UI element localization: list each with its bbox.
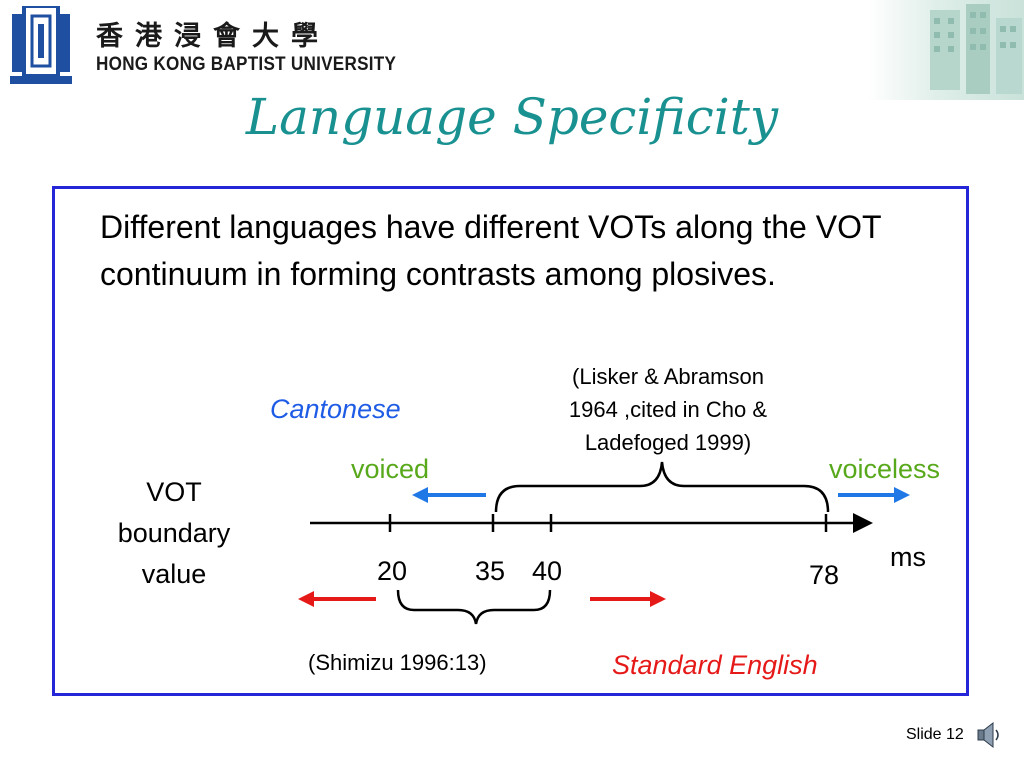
voiceless-label: voiceless bbox=[829, 454, 941, 484]
university-name-chinese: 香港浸會大學 bbox=[96, 21, 330, 52]
tick-label-78: 78 bbox=[809, 560, 840, 590]
content-frame bbox=[52, 186, 969, 696]
english-voiceless-arrowhead bbox=[650, 591, 666, 607]
cantonese-voiced-arrowhead bbox=[412, 487, 428, 503]
university-name-english: HONG KONG BAPTIST UNIVERSITY bbox=[96, 54, 397, 75]
voiced-label: voiced bbox=[351, 454, 430, 484]
slide-number: Slide 12 bbox=[906, 726, 964, 743]
hkbu-logo-icon bbox=[10, 6, 72, 84]
english-brace bbox=[396, 589, 552, 625]
speaker-icon[interactable] bbox=[976, 720, 1002, 750]
tick-label-40: 40 bbox=[532, 556, 563, 586]
cantonese-label: Cantonese bbox=[270, 394, 401, 424]
tick-label-20: 20 bbox=[377, 556, 408, 586]
unit-label: ms bbox=[890, 542, 926, 572]
slide-title: Language Specificity bbox=[245, 88, 779, 146]
citation-lisker-abramson: (Lisker & Abramson 1964 ,cited in Cho & … bbox=[568, 364, 768, 455]
cantonese-brace bbox=[494, 461, 830, 513]
campus-photo bbox=[868, 0, 1024, 100]
citation-shimizu: (Shimizu 1996:13) bbox=[308, 650, 487, 675]
tick-label-35: 35 bbox=[475, 556, 506, 586]
vot-boundary-label: VOT boundary value bbox=[117, 477, 231, 589]
cantonese-voiceless-arrowhead bbox=[894, 487, 910, 503]
english-voiced-arrowhead bbox=[298, 591, 314, 607]
body-paragraph: Different languages have different VOTs … bbox=[100, 209, 881, 292]
standard-english-label: Standard English bbox=[612, 650, 818, 680]
